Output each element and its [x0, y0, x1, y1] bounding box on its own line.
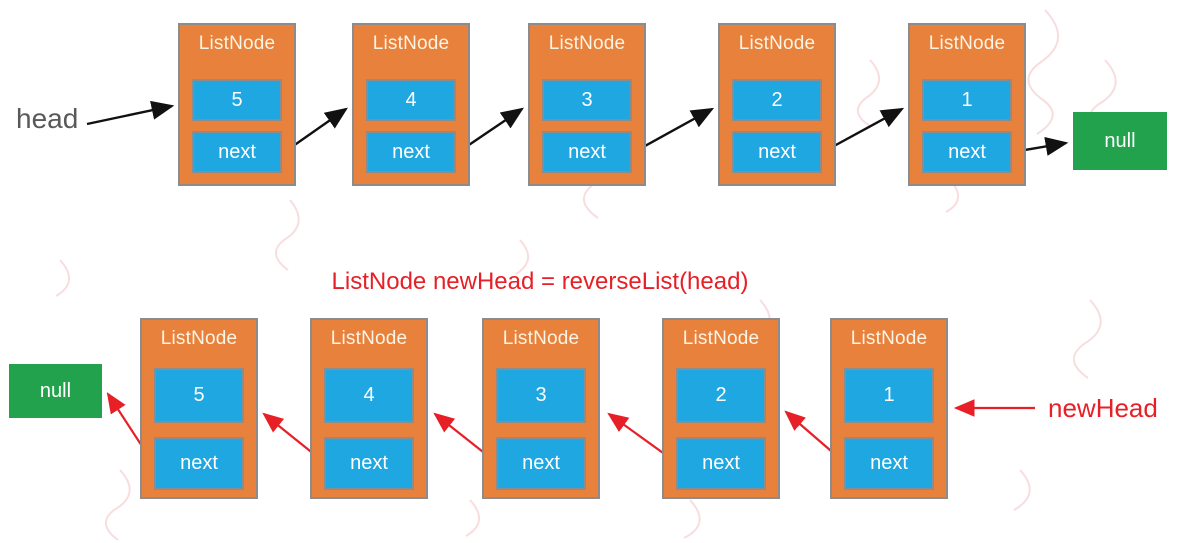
node-next-field: next [496, 437, 586, 490]
node-next-field: next [844, 437, 934, 490]
listnode-bottom-2: ListNode 4 next [310, 318, 428, 499]
caption-code: ListNode newHead = reverseList(head) [331, 268, 749, 295]
node-next-field: next [324, 437, 414, 490]
node-value: 1 [844, 368, 934, 423]
listnode-top-3: ListNode 3 next [528, 23, 646, 186]
node-value: 5 [154, 368, 244, 423]
newhead-label: newHead [1048, 393, 1158, 423]
node-next-field: next [154, 437, 244, 490]
arrow-5-next-to-4 [285, 107, 348, 152]
node-next-field: next [732, 131, 822, 173]
listnode-top-4: ListNode 2 next [718, 23, 836, 186]
node-next-field: next [676, 437, 766, 490]
arrow-2-next-to-1 [822, 107, 905, 154]
node-next-field: next [192, 131, 282, 173]
node-title: ListNode [502, 328, 580, 349]
node-next-field: next [542, 131, 632, 173]
listnode-bottom-1: ListNode 5 next [140, 318, 258, 499]
listnode-bottom-5: ListNode 1 next [830, 318, 948, 499]
listnode-top-1: ListNode 5 next [178, 23, 296, 186]
node-title: ListNode [372, 33, 450, 54]
node-value: 2 [732, 79, 822, 121]
listnode-top-2: ListNode 4 next [352, 23, 470, 186]
node-title: ListNode [928, 33, 1006, 54]
arrow-4-next-to-3 [459, 107, 524, 152]
node-value: 3 [542, 79, 632, 121]
node-title: ListNode [548, 33, 626, 54]
arrow-head-to-node5 [86, 100, 175, 126]
node-title: ListNode [160, 328, 238, 349]
node-value: 4 [366, 79, 456, 121]
listnode-bottom-4: ListNode 2 next [662, 318, 780, 499]
node-next-field: next [366, 131, 456, 173]
node-next-field: next [922, 131, 1012, 173]
node-title: ListNode [330, 328, 408, 349]
listnode-bottom-3: ListNode 3 next [482, 318, 600, 499]
node-value: 2 [676, 368, 766, 423]
node-value: 4 [324, 368, 414, 423]
node-title: ListNode [682, 328, 760, 349]
null-box-bottom: null [9, 364, 102, 418]
node-title: ListNode [198, 33, 276, 54]
node-title: ListNode [738, 33, 816, 54]
node-value: 5 [192, 79, 282, 121]
null-box-top: null [1073, 112, 1167, 170]
head-label: head [16, 103, 79, 134]
node-title: ListNode [850, 328, 928, 349]
node-value: 1 [922, 79, 1012, 121]
listnode-top-5: ListNode 1 next [908, 23, 1026, 186]
node-value: 3 [496, 368, 586, 423]
arrow-3-next-to-2 [633, 107, 715, 154]
